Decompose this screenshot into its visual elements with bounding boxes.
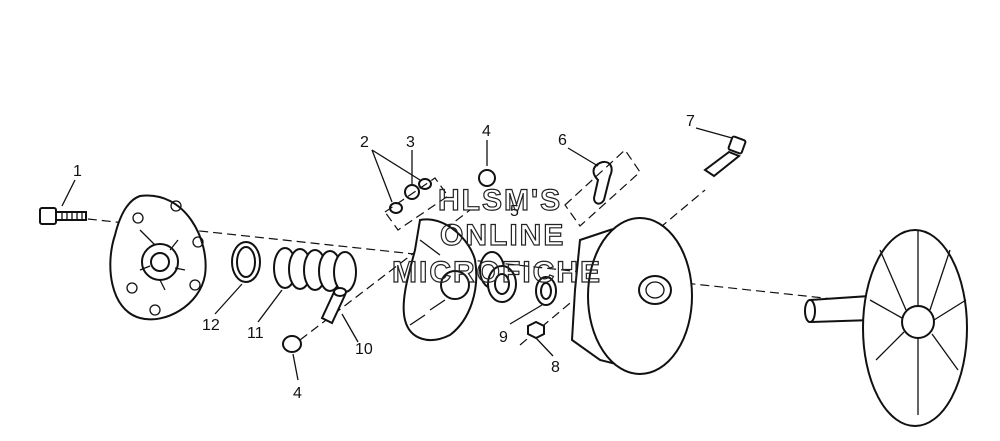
- washer-part-3: [404, 184, 420, 200]
- watermark-line-3: MICROFICHE: [392, 256, 602, 289]
- pin-part-10: [320, 287, 347, 325]
- callout-5: 5: [510, 203, 519, 220]
- callout-10: 10: [355, 341, 373, 358]
- watermark-line-2: ONLINE: [440, 219, 565, 252]
- spring-part-11: [273, 247, 357, 293]
- callout-11: 11: [247, 325, 264, 342]
- moveable-sheave: [570, 217, 693, 375]
- leader-lines: [61, 127, 733, 381]
- fixed-sheave-with-shaft: [804, 229, 968, 427]
- weight-part-6: [592, 160, 613, 205]
- watermark-line-1: HLSM'S: [438, 184, 562, 217]
- nut-part-8: [527, 320, 545, 340]
- callout-7: 7: [686, 113, 695, 130]
- callout-3: 3: [406, 134, 415, 151]
- ring-part-9: [535, 276, 557, 306]
- callout-9: 9: [499, 329, 508, 346]
- callout-12: 12: [202, 317, 220, 334]
- cap-part-4-upper: [478, 169, 496, 187]
- callout-4-upper: 4: [482, 123, 491, 140]
- bolt-part-7: [703, 135, 747, 178]
- ring-part-12: [231, 241, 261, 283]
- callout-6: 6: [558, 132, 567, 149]
- callout-4-lower: 4: [293, 385, 302, 402]
- callout-2: 2: [360, 134, 369, 151]
- spider-hub: [402, 218, 478, 341]
- cover-plate: [109, 194, 207, 321]
- callout-1: 1: [73, 163, 82, 180]
- bushing-part-5: [479, 251, 517, 303]
- weight-group-outline: [564, 149, 641, 227]
- callout-8: 8: [551, 359, 560, 376]
- cap-part-4-lower: [282, 335, 302, 353]
- bolt-part-1: [39, 207, 87, 225]
